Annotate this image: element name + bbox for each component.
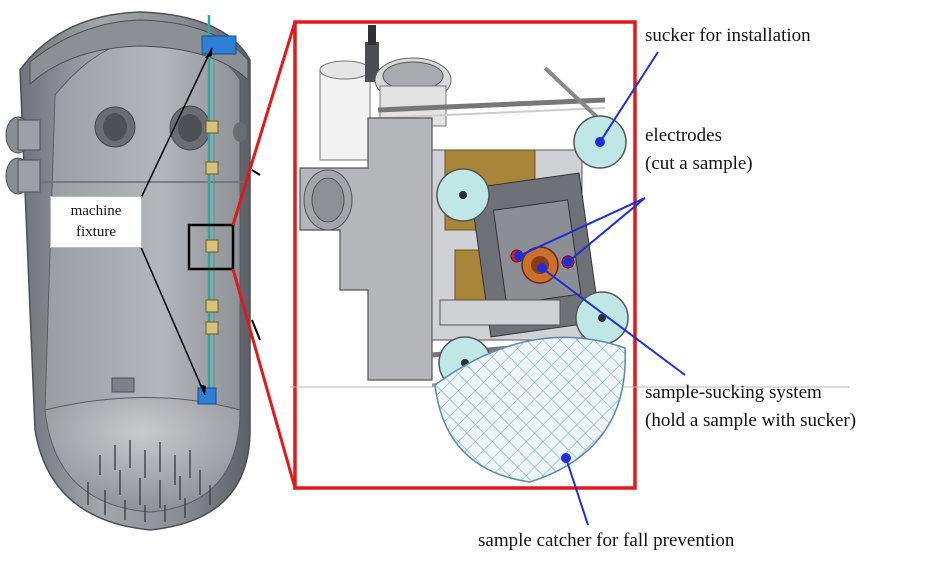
electrodes-label: electrodes bbox=[645, 125, 723, 146]
sucker-installation-label: sucker for installation bbox=[645, 25, 811, 46]
top-fixture bbox=[201, 35, 237, 55]
nozzle bbox=[5, 116, 41, 195]
bottom-fixture bbox=[197, 387, 217, 405]
machine-fixture-line-1: machine bbox=[70, 203, 122, 219]
reactor-vessel bbox=[5, 11, 251, 531]
sample-catcher bbox=[434, 336, 626, 483]
sampling-device bbox=[299, 25, 629, 483]
machine-fixture-label: machine fixture bbox=[50, 196, 142, 248]
sample-sucking-label: sample-sucking system bbox=[645, 382, 822, 403]
bottom-penetrations bbox=[87, 440, 211, 522]
zoom-selection-box bbox=[187, 223, 235, 271]
electrodes-sublabel: (cut a sample) bbox=[645, 153, 753, 174]
sample-catcher-label: sample catcher for fall prevention bbox=[478, 530, 735, 551]
machine-fixture-line-2: fixture bbox=[76, 224, 116, 240]
pointer-lines bbox=[514, 51, 686, 526]
sample-sucking-sublabel: (hold a sample with sucker) bbox=[645, 410, 857, 431]
